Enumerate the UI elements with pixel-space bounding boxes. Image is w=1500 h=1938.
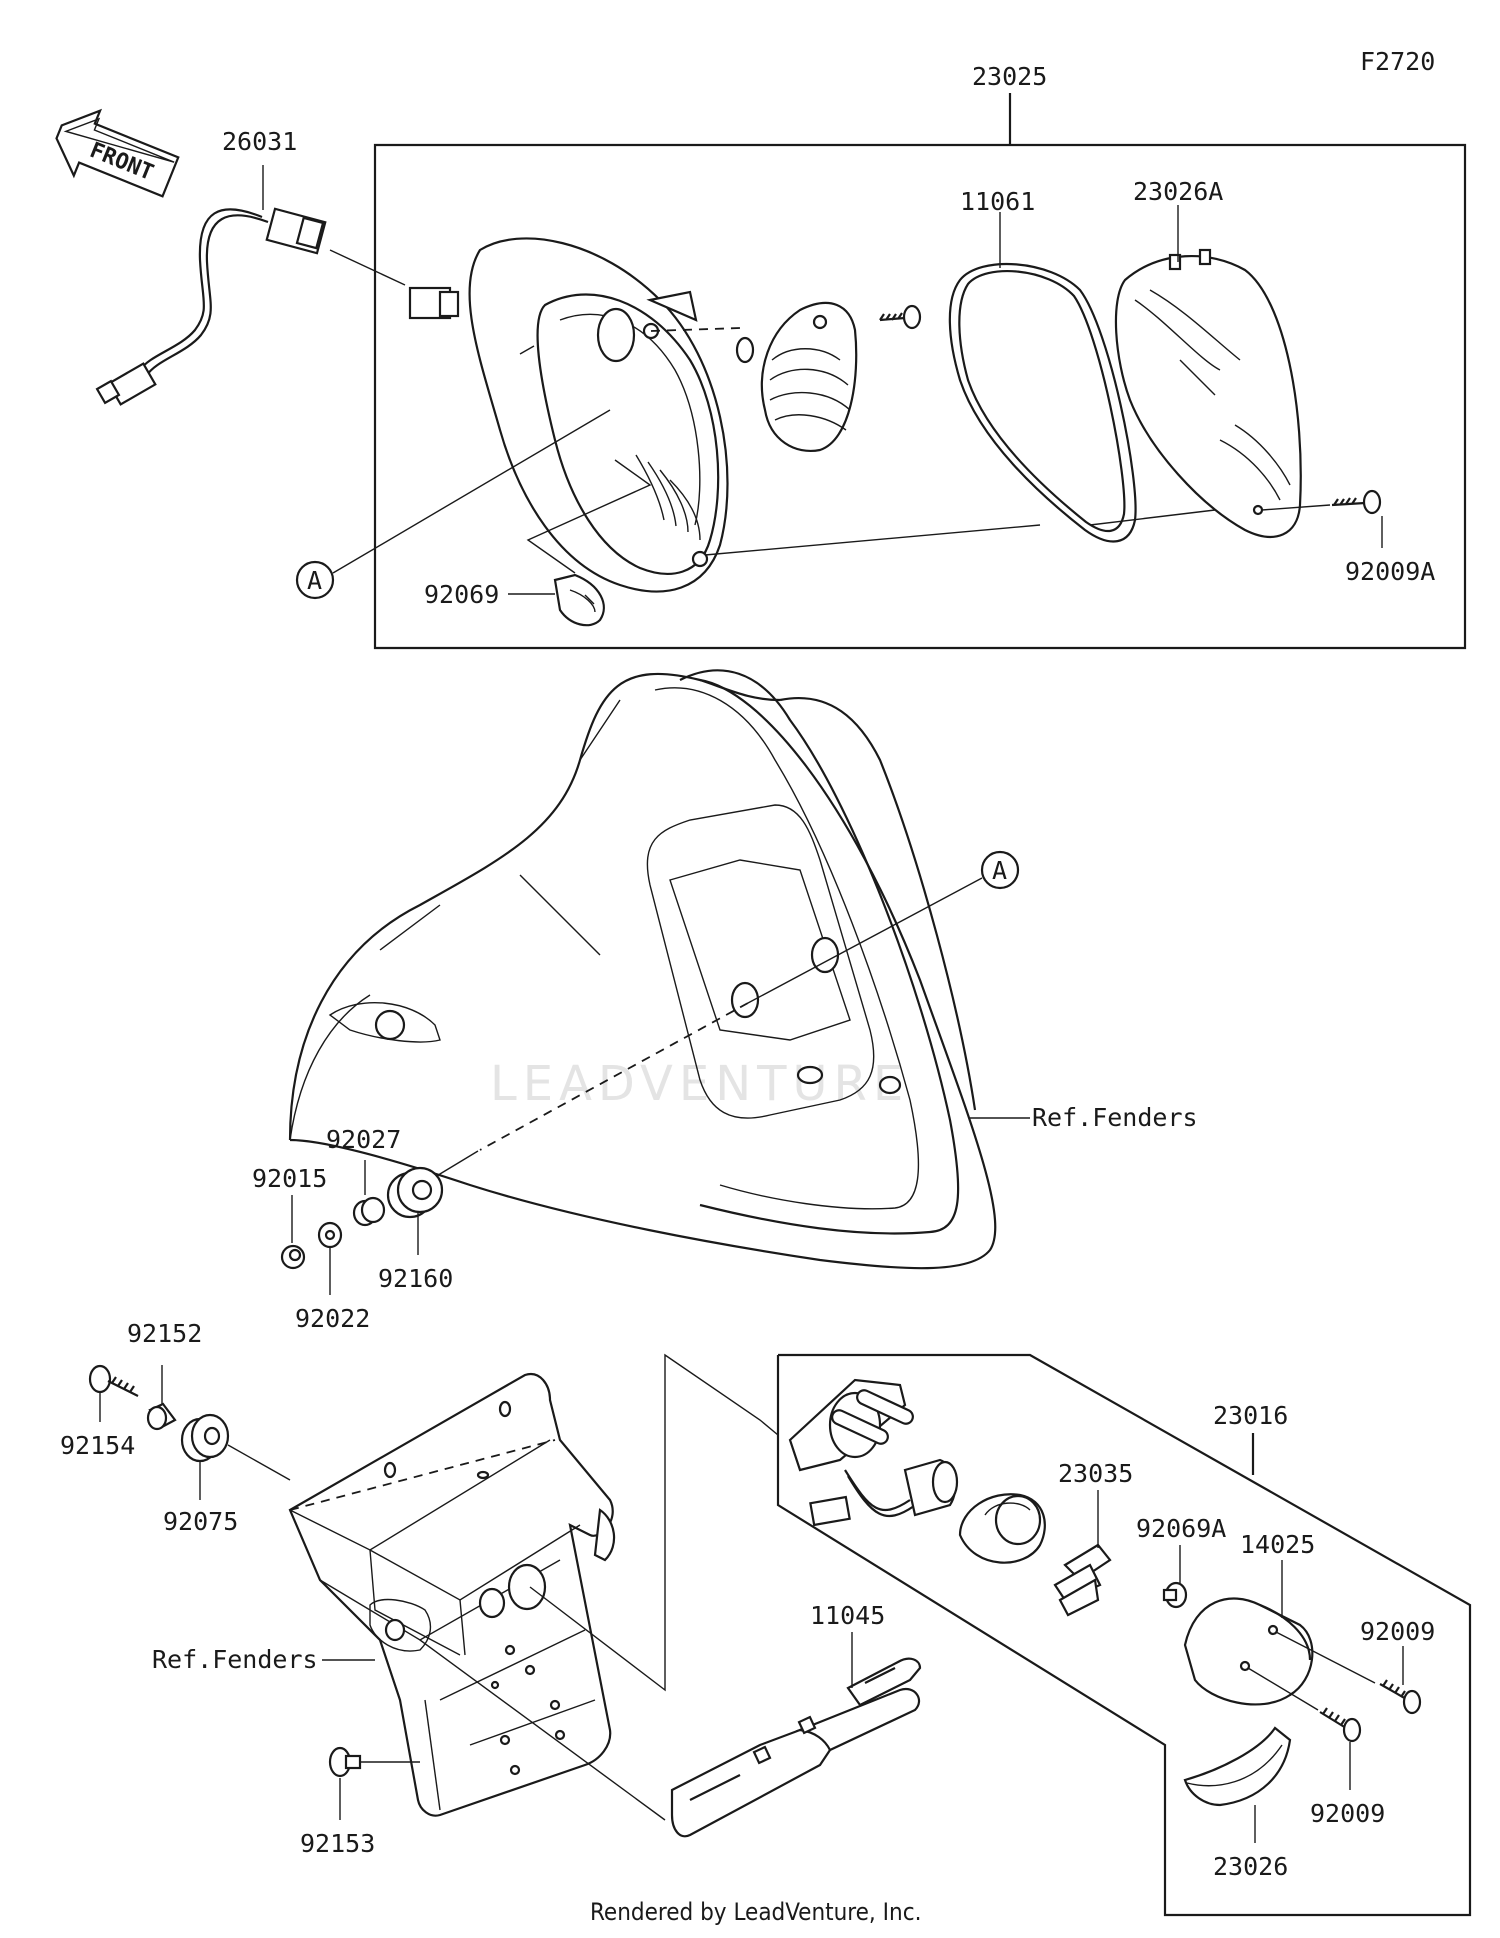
rear-fender-group: A Ref.Fenders 92027 92015 92160 [252, 669, 1198, 1333]
label-23016: 23016 [1213, 1401, 1288, 1430]
bulb-92069 [553, 573, 605, 627]
license-light-socket [809, 1458, 959, 1527]
label-23026: 23026 [1213, 1852, 1288, 1881]
reflector-insert [760, 301, 858, 453]
label-92015: 92015 [252, 1164, 327, 1193]
label-ref-fenders-1: Ref.Fenders [1032, 1103, 1198, 1132]
washer-92022 [317, 1221, 343, 1249]
figure-code: F2720 [1360, 47, 1435, 76]
housing-socket [596, 307, 636, 363]
lens-23026A [1114, 248, 1302, 538]
collar-92027 [352, 1196, 386, 1227]
label-23025: 23025 [972, 62, 1047, 91]
label-92022: 92022 [295, 1304, 370, 1333]
license-light-assembly-group: 23016 23035 [776, 1353, 1472, 1917]
housing-stud [519, 345, 535, 355]
front-arrow-icon: FRONT [55, 108, 180, 198]
callout-a-fender-label: A [992, 856, 1007, 885]
label-92153: 92153 [300, 1829, 375, 1858]
wire-harness-26031 [95, 207, 327, 406]
screw-92009-lower [1247, 1667, 1362, 1743]
clip-23035 [1053, 1543, 1112, 1617]
label-11061: 11061 [960, 187, 1035, 216]
label-11045: 11045 [810, 1601, 885, 1630]
assembly-box-23016 [776, 1353, 1472, 1917]
label-92069: 92069 [424, 580, 499, 609]
footer-credit: Rendered by LeadVenture, Inc. [590, 1898, 921, 1926]
label-92009-upper: 92009 [1360, 1617, 1435, 1646]
label-26031: 26031 [222, 127, 297, 156]
label-23035: 23035 [1058, 1459, 1133, 1488]
lens-cover-14025 [1183, 1597, 1314, 1706]
label-92009A: 92009A [1345, 557, 1435, 586]
tail-light-assembly-group: 23025 FRONT 26031 [55, 62, 1467, 650]
license-light-holder [958, 1493, 1046, 1564]
fender-recess [646, 804, 875, 1119]
fender-mount-hole-a [730, 981, 760, 1019]
license-bracket-group: 92154 92152 92075 [60, 1319, 922, 1858]
label-92069A: 92069A [1136, 1514, 1226, 1543]
bulb-92069A [1162, 1581, 1188, 1609]
leader-connector [329, 249, 406, 286]
license-light-base [788, 1378, 914, 1472]
label-23026A: 23026A [1133, 177, 1223, 206]
lens-gasket-11061 [948, 262, 1137, 543]
assembly-box-23025 [373, 143, 1467, 650]
label-92009-lower: 92009 [1310, 1799, 1385, 1828]
screw-92009A [1252, 489, 1382, 516]
grommet-92160 [386, 1166, 444, 1219]
grommet-92075 [180, 1413, 230, 1463]
plate-bracket-11045 [670, 1657, 922, 1838]
callout-a-top: A [295, 560, 335, 600]
label-92152: 92152 [127, 1319, 202, 1348]
bolt-92154 [88, 1364, 139, 1397]
label-92160: 92160 [378, 1264, 453, 1293]
screw-92009-upper [1275, 1631, 1422, 1715]
callout-a-top-label: A [307, 566, 322, 595]
nut-92015 [280, 1244, 306, 1270]
label-92075: 92075 [163, 1507, 238, 1536]
watermark: LEADVENTURE [490, 1056, 909, 1112]
reflector-23026 [1183, 1726, 1292, 1807]
bolt-92153 [328, 1746, 362, 1778]
screw-insert-fastener [879, 304, 922, 330]
collar-92152 [146, 1402, 177, 1431]
label-92027: 92027 [326, 1125, 401, 1154]
label-14025: 14025 [1240, 1530, 1315, 1559]
label-ref-fenders-2: Ref.Fenders [152, 1645, 318, 1674]
label-92154: 92154 [60, 1431, 135, 1460]
callout-a-fender: A [980, 850, 1020, 890]
